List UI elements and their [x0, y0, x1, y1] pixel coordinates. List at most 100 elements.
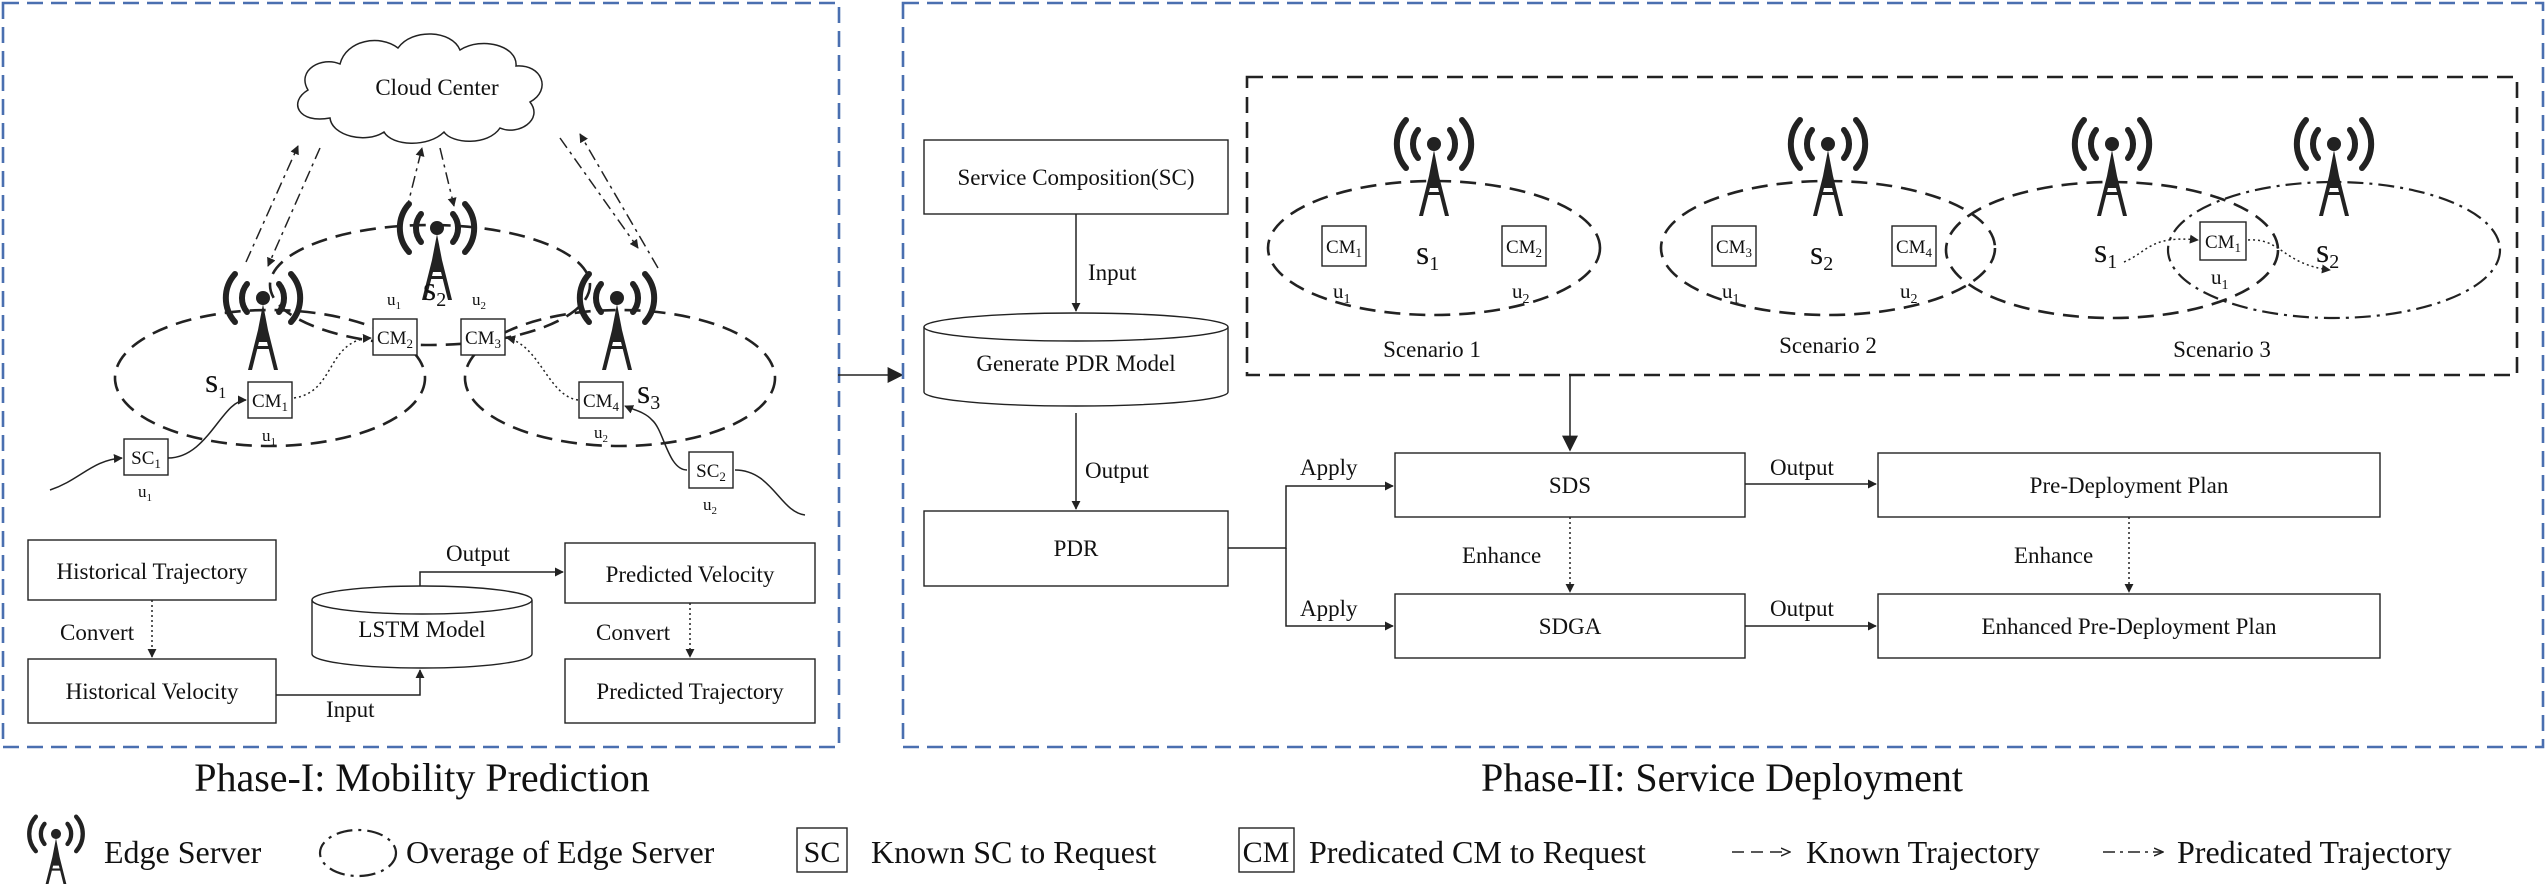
enhance-label-right: Enhance: [2014, 543, 2093, 568]
coverage-s3: [463, 308, 777, 448]
edge-server-icon: [1397, 120, 1471, 216]
scenario-3: s1 s2 CM1 u1 Scenario 3: [1944, 120, 2502, 362]
apply-label-top: Apply: [1300, 455, 1358, 480]
predicted-velocity-box: Predicted Velocity: [564, 542, 816, 604]
cm3-box: CM3: [460, 318, 506, 356]
scenario-1: CM1 CM2 s1 u1 u2 Scenario 1: [1266, 120, 1602, 362]
scenario-label: Scenario 1: [1383, 337, 1481, 362]
cm4-box: CM4: [578, 381, 624, 419]
coverage-s2: [268, 223, 592, 347]
svg-text:s1: s1: [1416, 235, 1439, 275]
generate-pdr-model-cylinder: Generate PDR Model: [923, 312, 1229, 407]
output-label-model: Output: [1085, 458, 1150, 483]
historical-velocity-box: Historical Velocity: [27, 658, 277, 724]
user-label: u1: [387, 290, 401, 312]
legend-known-trajectory: Known Trajectory: [1732, 834, 2040, 870]
convert-label-left: Convert: [60, 620, 135, 645]
svg-text:u1: u1: [2211, 265, 2229, 293]
sdga-box: SDGA: [1394, 593, 1746, 659]
svg-text:SDGA: SDGA: [1539, 614, 1602, 639]
enhanced-pre-deployment-plan-box: Enhanced Pre-Deployment Plan: [1877, 593, 2381, 659]
legend-cm: CM Predicated CM to Request: [1238, 827, 1646, 873]
phase2-flow-arrows: [1228, 479, 2134, 631]
svg-text:Generate PDR Model: Generate PDR Model: [976, 351, 1175, 376]
server-label-s2: s2: [423, 271, 446, 311]
edge-server-legend-icon: [29, 817, 83, 884]
svg-text:CM4: CM4: [583, 391, 620, 414]
svg-text:Historical Velocity: Historical Velocity: [66, 679, 239, 704]
svg-text:Known SC to Request: Known SC to Request: [871, 834, 1156, 870]
svg-text:CM2: CM2: [1506, 237, 1542, 260]
svg-text:CM4: CM4: [1896, 237, 1933, 260]
svg-text:CM1: CM1: [252, 391, 288, 414]
svg-text:s1: s1: [2094, 233, 2117, 273]
svg-text:CM1: CM1: [2205, 232, 2241, 255]
phase2-title: Phase-II: Service Deployment: [1481, 755, 1963, 800]
edge-server-icon: [2075, 120, 2149, 216]
edge-server-icon: [1791, 120, 1865, 216]
svg-text:Edge Server: Edge Server: [104, 834, 262, 870]
output-label-top: Output: [1770, 455, 1835, 480]
svg-text:PDR: PDR: [1054, 536, 1099, 561]
svg-text:Known Trajectory: Known Trajectory: [1806, 834, 2040, 870]
svg-text:Enhanced Pre-Deployment Plan: Enhanced Pre-Deployment Plan: [1981, 614, 2277, 639]
edge-server-icon: [2297, 120, 2371, 216]
scenario-label: Scenario 3: [2173, 337, 2271, 362]
svg-text:CM3: CM3: [1716, 237, 1752, 260]
phase1-title: Phase-I: Mobility Prediction: [194, 755, 650, 800]
svg-text:Predicted Velocity: Predicted Velocity: [606, 562, 775, 587]
legend-predicted-trajectory: Predicated Trajectory: [2103, 834, 2452, 870]
cloud-center: Cloud Center: [296, 33, 543, 144]
server-label-s3: s3: [637, 374, 660, 414]
coverage-s1: [113, 308, 427, 448]
output-label-phase1: Output: [446, 541, 511, 566]
svg-text:CM3: CM3: [465, 328, 501, 351]
cloud-links: [245, 133, 659, 269]
phase1-flow-arrows: [147, 567, 695, 696]
apply-label-bottom: Apply: [1300, 596, 1358, 621]
sc2-box: SC2: [688, 451, 734, 489]
sc1-box: SC1: [123, 438, 169, 476]
svg-text:Predicated CM to Request: Predicated CM to Request: [1309, 834, 1646, 870]
svg-text:u2: u2: [1900, 279, 1918, 307]
coverage-ellipse: [2166, 180, 2502, 320]
scenario-label: Scenario 2: [1779, 333, 1877, 358]
legend-coverage: Overage of Edge Server: [318, 828, 715, 878]
input-label-phase2: Input: [1088, 260, 1137, 285]
pdr-box: PDR: [923, 510, 1229, 587]
svg-text:s2: s2: [1810, 235, 1833, 275]
svg-text:u2: u2: [1512, 279, 1530, 307]
cm1-box: CM1: [247, 381, 293, 419]
scenarios-frame: [1245, 75, 2519, 377]
svg-text:Historical Trajectory: Historical Trajectory: [57, 559, 248, 584]
cloud-center-label: Cloud Center: [375, 75, 499, 100]
user-label: u2: [472, 290, 486, 312]
svg-text:LSTM Model: LSTM Model: [358, 617, 485, 642]
svg-text:CM: CM: [1243, 836, 1290, 869]
svg-text:Predicated Trajectory: Predicated Trajectory: [2177, 834, 2452, 870]
pre-deployment-plan-box: Pre-Deployment Plan: [1877, 452, 2381, 518]
lstm-model-cylinder: LSTM Model: [311, 585, 533, 669]
svg-text:Overage of Edge Server: Overage of Edge Server: [406, 834, 715, 870]
legend-sc: SC Known SC to Request: [796, 827, 1156, 873]
svg-text:SDS: SDS: [1549, 473, 1591, 498]
output-label-bottom: Output: [1770, 596, 1835, 621]
svg-text:Pre-Deployment Plan: Pre-Deployment Plan: [2030, 473, 2229, 498]
svg-text:u1: u1: [1333, 279, 1351, 307]
enhance-label-left: Enhance: [1462, 543, 1541, 568]
svg-text:SC1: SC1: [131, 448, 161, 471]
coverage-legend-icon: [318, 828, 398, 878]
legend-edge-server: Edge Server: [29, 817, 262, 884]
cm2-box: CM2: [372, 318, 418, 356]
phase2-frame: [901, 1, 2545, 749]
sds-box: SDS: [1394, 452, 1746, 518]
scenario-2: CM3 CM4 s2 u1 u2 Scenario 2: [1659, 120, 1997, 358]
user-label: u2: [703, 495, 717, 517]
trajectories-phase1: [49, 333, 806, 516]
predicted-trajectory-box: Predicted Trajectory: [564, 658, 816, 724]
server-label-s1: s1: [205, 363, 226, 402]
historical-trajectory-box: Historical Trajectory: [27, 539, 277, 601]
convert-label-right: Convert: [596, 620, 671, 645]
edge-server-s2-icon: [400, 204, 474, 300]
svg-text:SC: SC: [804, 836, 841, 869]
